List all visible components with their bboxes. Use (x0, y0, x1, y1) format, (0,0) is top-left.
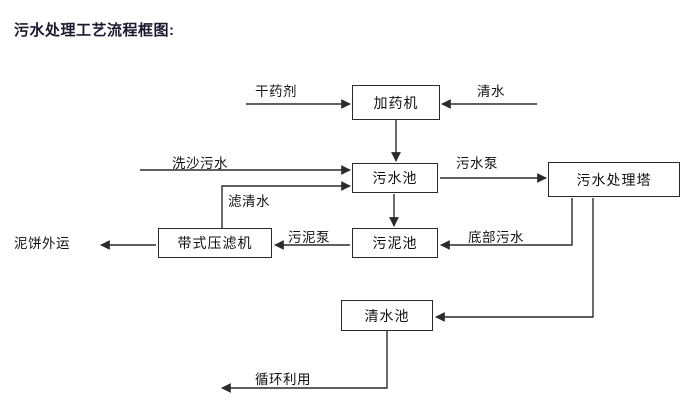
node-dosing-machine[interactable]: 加药机 (352, 85, 440, 120)
node-treatment-tower[interactable]: 污水处理塔 (548, 162, 680, 197)
edge-label-sludge-pump: 污泥泵 (288, 230, 330, 245)
wire-tower-to-clear-water-pool (435, 198, 594, 322)
edge-label-sewage-pump: 污水泵 (456, 156, 498, 171)
wire-filterpress-to-sewage-pool (221, 181, 351, 228)
edge-label-bottom-sewage: 底部污水 (468, 230, 524, 245)
wire-tower-to-sludge-pool (440, 198, 573, 250)
node-sludge-pool[interactable]: 污泥池 (352, 228, 438, 258)
edge-label-filtered-water: 滤清水 (228, 194, 270, 209)
node-sewage-pool[interactable]: 污水池 (352, 163, 438, 193)
node-label: 污水池 (372, 170, 418, 186)
node-label: 清水池 (364, 307, 410, 324)
node-label: 污泥池 (372, 235, 418, 251)
node-label: 污水处理塔 (576, 171, 652, 188)
edge-label-mud-cake-out: 泥饼外运 (14, 236, 70, 251)
page-title: 污水处理工艺流程框图: (14, 22, 175, 39)
wire-clear-water-pool-to-recycle (221, 331, 388, 393)
node-clear-water-pool[interactable]: 清水池 (341, 300, 433, 331)
edge-label-recycle-reuse: 循环利用 (255, 372, 311, 387)
edge-label-dry-chemical: 干药剂 (255, 84, 297, 99)
edge-label-clean-water: 清水 (477, 84, 505, 99)
edge-label-sand-wash-sewage: 洗沙污水 (172, 156, 228, 171)
node-belt-filter-press[interactable]: 带式压滤机 (158, 228, 272, 258)
node-label: 带式压滤机 (177, 235, 253, 251)
node-label: 加药机 (373, 94, 419, 111)
